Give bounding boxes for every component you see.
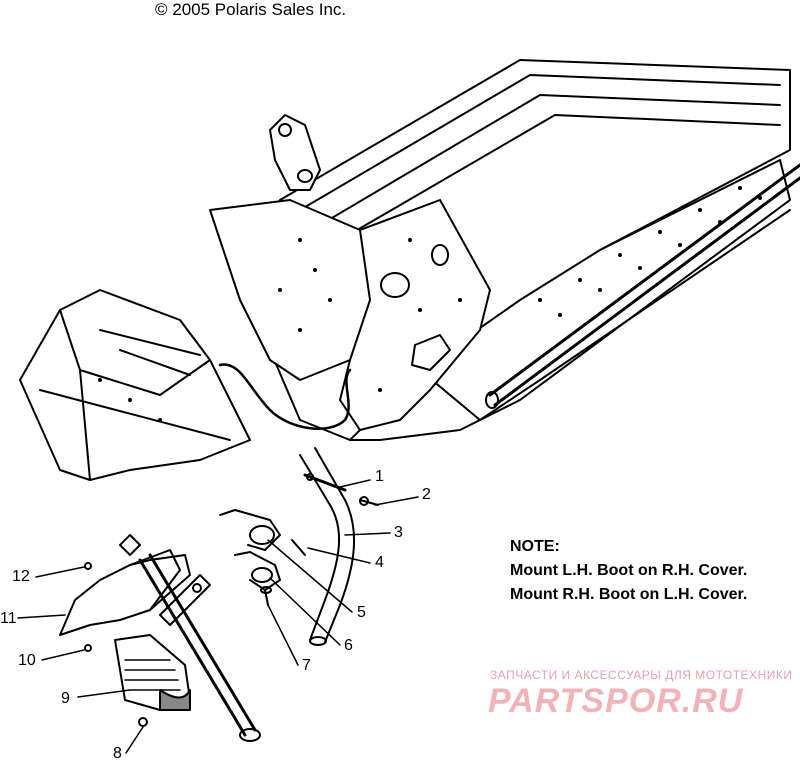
part-10-drawing (84, 644, 92, 652)
part-9-drawing (114, 634, 191, 711)
note-line-2: Mount R.H. Boot on L.H. Cover. (510, 586, 748, 603)
callout-3: 3 (394, 524, 403, 541)
part-3-drawing (299, 447, 355, 646)
callout-5: 5 (357, 604, 366, 621)
copyright-text: © 2005 Polaris Sales Inc. (155, 0, 347, 19)
leader-lines (17, 479, 419, 754)
part-5-drawing (219, 509, 281, 551)
callout-6: 6 (344, 637, 353, 654)
note-title: NOTE: (510, 538, 560, 555)
note-line-1: Mount L.H. Boot on R.H. Cover. (510, 562, 748, 579)
callout-8: 8 (113, 745, 122, 762)
callout-10: 10 (18, 652, 36, 669)
part-11-drawing (59, 549, 191, 636)
watermark-logo: PARTSPOR.RU (488, 682, 744, 720)
part-2-drawing (359, 496, 379, 506)
chassis-tunnel-drawing (19, 59, 800, 481)
callout-12: 12 (12, 568, 30, 585)
note-block: NOTE: Mount L.H. Boot on R.H. Cover. Mou… (510, 535, 747, 607)
watermark-tagline: ЗАПЧАСТИ И АКСЕССУАРЫ ДЛЯ МОТОТЕХНИКИ (490, 668, 793, 682)
part-12-drawing (84, 562, 92, 570)
callout-2: 2 (422, 486, 431, 503)
part-6-drawing (234, 551, 281, 591)
shock-drawing (119, 534, 261, 742)
part-7-drawing (260, 586, 272, 606)
part-4-drawing (291, 539, 306, 556)
callout-1: 1 (375, 468, 384, 485)
callout-11: 11 (0, 610, 17, 627)
callout-7: 7 (302, 657, 311, 674)
callout-4: 4 (375, 554, 384, 571)
part-8-drawing (138, 717, 148, 727)
callout-9: 9 (61, 690, 70, 707)
